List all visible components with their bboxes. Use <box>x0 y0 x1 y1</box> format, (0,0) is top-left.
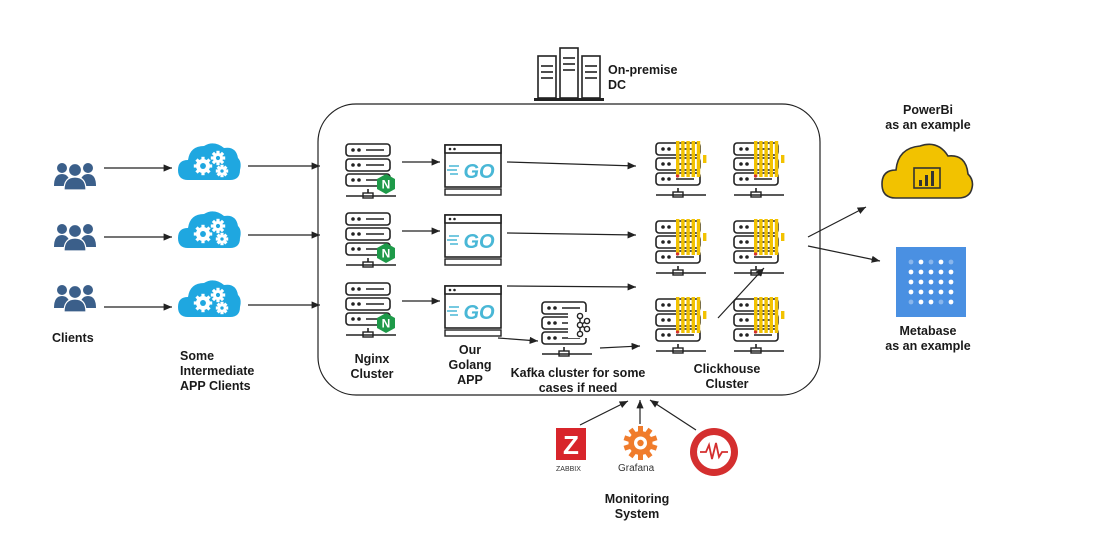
golang-label-line1: Our <box>458 343 482 357</box>
app-client-cloud-icon-3 <box>178 280 241 317</box>
metabase-label-line1: Metabase <box>899 324 957 338</box>
arrow-go-to-clickhouse-2 <box>506 231 637 239</box>
intermediate-label: Some Intermediate APP Clients <box>180 349 254 394</box>
clickhouse-badge-icon <box>675 141 707 178</box>
nginx-badge-icon: N <box>377 313 395 333</box>
powerbi-label: PowerBi as an example <box>866 103 990 133</box>
golang-app-icon-3: GO <box>444 285 502 337</box>
clickhouse-server-icon-1 <box>655 141 707 198</box>
clickhouse-label-line1: Clickhouse <box>693 362 761 376</box>
metabase-label: Metabase as an example <box>866 324 990 354</box>
arrow-clickhouse-to-metabase <box>807 245 881 263</box>
clients-label: Clients <box>52 331 94 345</box>
svg-text:Z: Z <box>563 430 579 460</box>
kafka-label: Kafka cluster for some cases if need <box>500 366 656 396</box>
clickhouse-server-icon-6 <box>733 297 785 354</box>
clickhouse-badge-icon <box>753 219 785 256</box>
intermediate-label-line2: Intermediate <box>180 364 255 378</box>
golang-app-icon-1: GO <box>444 144 502 196</box>
heartbeat-monitor-icon <box>690 428 738 476</box>
arrow-clickhouse-to-powerbi <box>807 206 867 238</box>
powerbi-label-line2: as an example <box>885 118 971 132</box>
app-client-cloud-icon-2 <box>178 211 241 248</box>
powerbi-icon <box>881 143 974 199</box>
intermediate-label-line1: Some <box>180 349 215 363</box>
clickhouse-server-icon-4 <box>733 219 785 276</box>
clickhouse-label: Clickhouse Cluster <box>682 362 772 392</box>
kafka-label-line1: Kafka cluster for some <box>510 366 646 380</box>
nginx-label-line2: Cluster <box>350 367 394 381</box>
app-client-cloud-icon-1 <box>178 143 241 180</box>
nginx-server-icon-3: N <box>345 282 396 338</box>
onprem-label: On-premise DC <box>608 63 677 93</box>
onprem-label-line1: On-premise <box>608 63 678 77</box>
go-logo-icon: GO <box>463 161 495 183</box>
metabase-label-line2: as an example <box>885 339 971 353</box>
svg-text:N: N <box>382 247 391 261</box>
metabase-icon <box>896 247 966 317</box>
grafana-text: Grafana <box>618 463 655 474</box>
arrow-zabbix-to-dc <box>579 400 629 426</box>
onprem-dc-boundary <box>317 103 821 396</box>
icon-layer: N N N GO GO GO Z <box>54 141 974 476</box>
golang-label-line2: Golang <box>448 358 492 372</box>
clickhouse-server-icon-5 <box>655 297 707 354</box>
clickhouse-badge-icon <box>753 297 785 334</box>
clients-icon-2 <box>54 223 96 252</box>
clickhouse-label-line2: Cluster <box>705 377 749 391</box>
clickhouse-server-icon-3 <box>655 219 707 276</box>
monitoring-label: Monitoring System <box>592 492 682 522</box>
clickhouse-server-icon-2 <box>733 141 785 198</box>
golang-label: Our Golang APP <box>440 343 500 388</box>
arrow-clickhouse-internal <box>717 267 765 319</box>
arrow-go-to-clickhouse-1 <box>506 161 637 170</box>
monitoring-label-line2: System <box>614 507 660 521</box>
clients-icon-1 <box>54 162 96 191</box>
grafana-icon <box>623 426 658 460</box>
nginx-badge-icon: N <box>377 174 395 194</box>
clickhouse-badge-icon <box>675 219 707 256</box>
go-logo-icon: GO <box>463 302 495 324</box>
arrow-go-to-clickhouse-3 <box>506 283 637 291</box>
datacenter-icon <box>534 47 604 101</box>
kafka-label-line2: cases if need <box>538 381 618 395</box>
golang-app-icon-2: GO <box>444 214 502 266</box>
arrow-layer <box>104 158 881 431</box>
kafka-badge-icon <box>568 312 592 338</box>
clients-icon-3 <box>54 284 96 313</box>
golang-label-line3: APP <box>457 373 483 387</box>
kafka-server-icon <box>541 301 592 357</box>
zabbix-text: ZABBIX <box>556 466 581 473</box>
nginx-server-icon-1: N <box>345 143 396 199</box>
nginx-label: Nginx Cluster <box>342 352 402 382</box>
monitoring-label-line1: Monitoring <box>604 492 670 506</box>
zabbix-icon: Z <box>556 428 586 460</box>
clickhouse-badge-icon <box>675 297 707 334</box>
go-logo-icon: GO <box>463 231 495 253</box>
nginx-badge-icon: N <box>377 243 395 263</box>
intermediate-label-line3: APP Clients <box>180 379 251 393</box>
clickhouse-badge-icon <box>753 141 785 178</box>
powerbi-label-line1: PowerBi <box>902 103 953 117</box>
arrow-kafka-to-clickhouse <box>599 342 641 351</box>
arrow-ring-to-dc <box>649 399 697 431</box>
nginx-server-icon-2: N <box>345 212 396 268</box>
arrow-go-to-kafka <box>497 336 539 344</box>
svg-text:N: N <box>382 317 391 331</box>
nginx-label-line1: Nginx <box>354 352 390 366</box>
svg-text:N: N <box>382 178 391 192</box>
onprem-label-line2: DC <box>608 78 627 92</box>
